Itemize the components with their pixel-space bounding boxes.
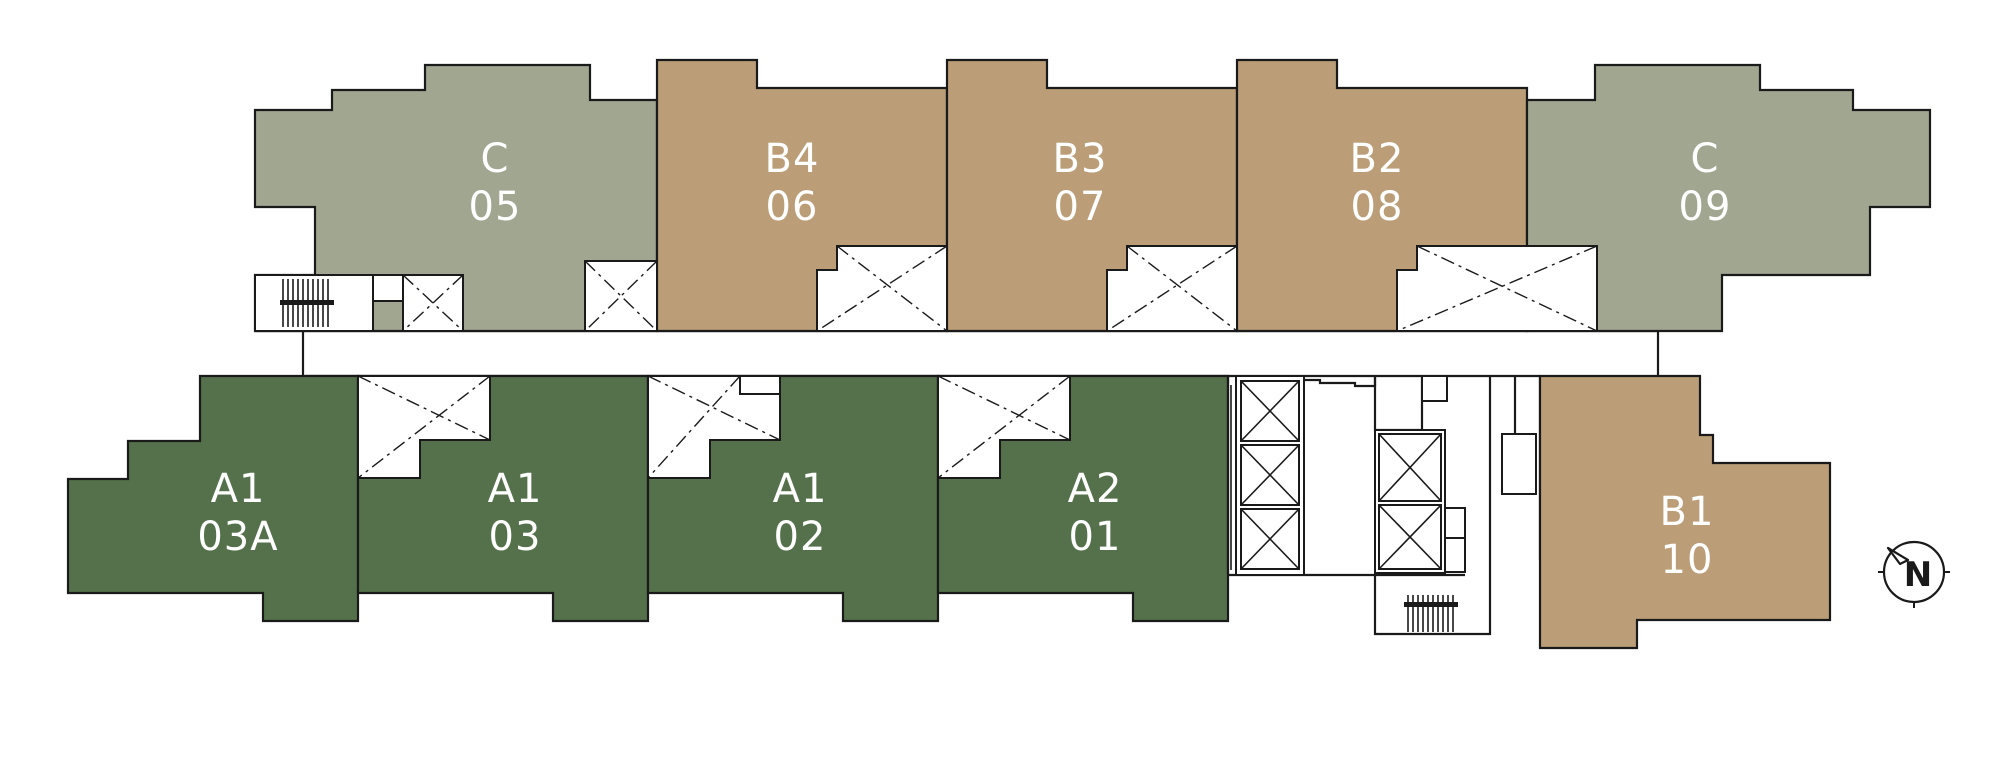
corridor — [255, 329, 1660, 378]
top-row-voids — [584, 245, 1598, 332]
compass-letter: N — [1904, 555, 1932, 595]
unit-09[interactable] — [1525, 63, 1932, 333]
unit-03a[interactable] — [66, 374, 360, 623]
north-arrow-icon: N — [1878, 540, 1950, 608]
building-core — [1226, 375, 1542, 636]
unit-10[interactable] — [1538, 374, 1832, 650]
bottom-row-voids — [357, 375, 1071, 479]
left-stair — [254, 274, 464, 332]
